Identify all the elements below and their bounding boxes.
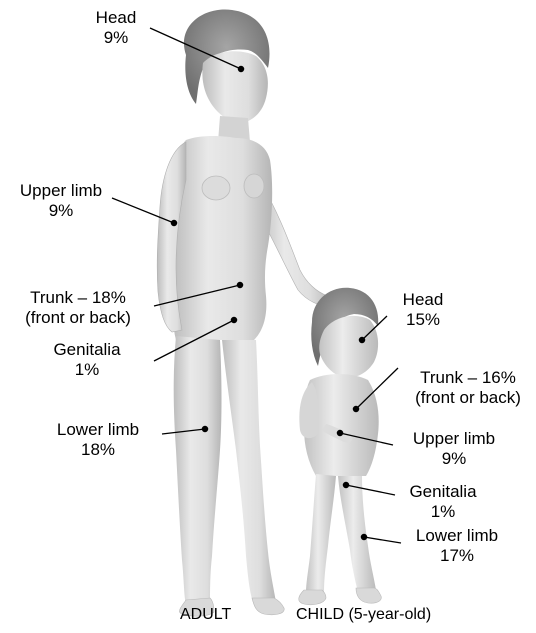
label-child-trunk: Trunk – 16% (front or back) xyxy=(402,368,534,408)
label-child-genitalia-name: Genitalia xyxy=(398,482,488,502)
caption-adult: ADULT xyxy=(180,606,231,624)
marker-adult-lower-limb xyxy=(202,426,207,431)
label-adult-genitalia-pct: 1% xyxy=(32,360,142,380)
label-adult-lower-limb-name: Lower limb xyxy=(40,420,156,440)
label-child-trunk-note: (front or back) xyxy=(402,388,534,408)
label-child-lower-limb-pct: 17% xyxy=(402,546,512,566)
marker-adult-head xyxy=(238,66,243,71)
marker-adult-upper-limb xyxy=(171,220,176,225)
marker-adult-trunk xyxy=(237,282,242,287)
label-child-lower-limb: Lower limb 17% xyxy=(402,526,512,566)
label-adult-trunk-name: Trunk – 18% xyxy=(2,288,154,308)
adult-figure xyxy=(157,9,333,616)
label-adult-upper-limb-name: Upper limb xyxy=(10,181,112,201)
label-adult-upper-limb-pct: 9% xyxy=(10,201,112,221)
label-child-genitalia: Genitalia 1% xyxy=(398,482,488,522)
label-adult-upper-limb: Upper limb 9% xyxy=(10,181,112,221)
label-adult-head: Head 9% xyxy=(86,8,146,48)
label-adult-head-name: Head xyxy=(86,8,146,28)
label-adult-genitalia: Genitalia 1% xyxy=(32,340,142,380)
label-child-upper-limb: Upper limb 9% xyxy=(398,429,510,469)
caption-child: CHILD (5-year-old) xyxy=(296,606,431,624)
label-adult-head-pct: 9% xyxy=(86,28,146,48)
label-child-head: Head 15% xyxy=(390,290,456,330)
child-figure xyxy=(299,288,382,605)
label-adult-trunk-note: (front or back) xyxy=(2,308,154,328)
label-child-head-name: Head xyxy=(390,290,456,310)
label-child-head-pct: 15% xyxy=(390,310,456,330)
label-adult-genitalia-name: Genitalia xyxy=(32,340,142,360)
label-child-upper-limb-name: Upper limb xyxy=(398,429,510,449)
label-adult-trunk: Trunk – 18% (front or back) xyxy=(2,288,154,328)
marker-child-lower-limb xyxy=(361,534,366,539)
marker-child-trunk xyxy=(353,406,358,411)
marker-child-genitalia xyxy=(343,482,348,487)
marker-adult-genitalia xyxy=(231,317,236,322)
label-child-trunk-name: Trunk – 16% xyxy=(402,368,534,388)
label-adult-lower-limb-pct: 18% xyxy=(40,440,156,460)
leader-child-lower-limb xyxy=(364,537,401,543)
label-child-genitalia-pct: 1% xyxy=(398,502,488,522)
label-child-lower-limb-name: Lower limb xyxy=(402,526,512,546)
label-child-upper-limb-pct: 9% xyxy=(398,449,510,469)
marker-child-head xyxy=(359,337,364,342)
label-adult-lower-limb: Lower limb 18% xyxy=(40,420,156,460)
marker-child-upper-limb xyxy=(337,430,342,435)
